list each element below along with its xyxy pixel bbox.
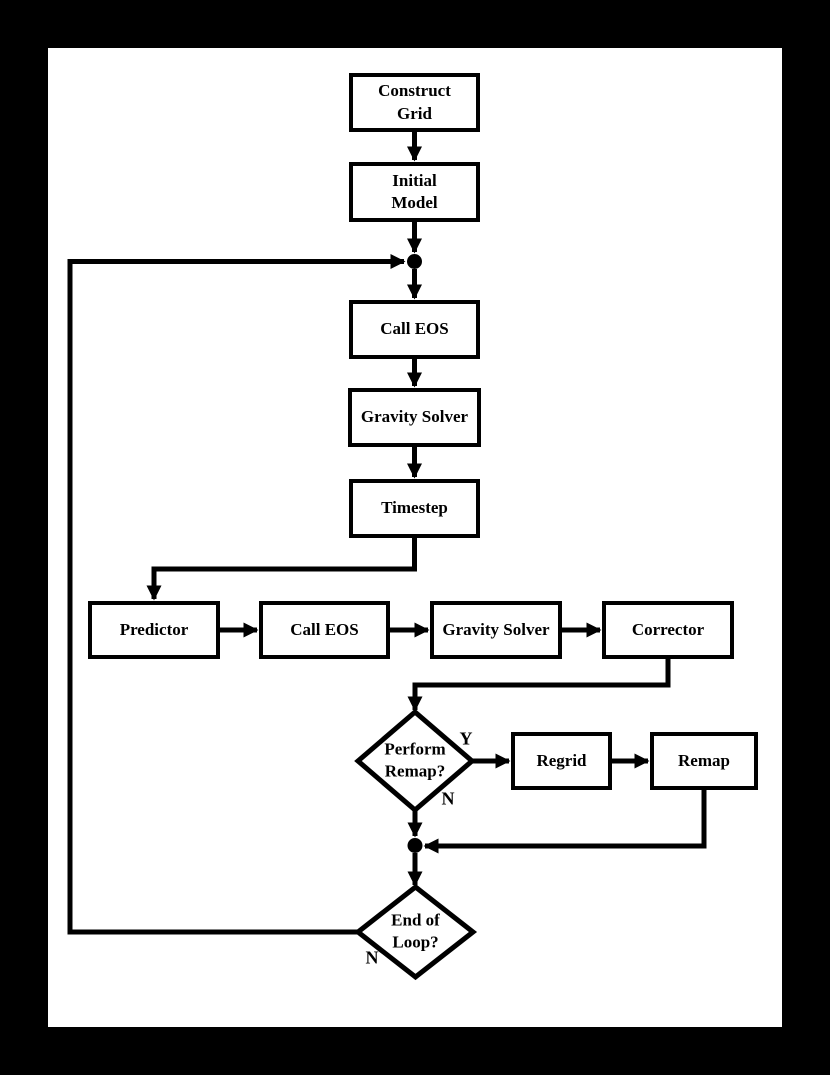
node-label: End of: [391, 910, 440, 930]
node-gravity-solver-main: Gravity Solver: [348, 388, 481, 447]
connector-lines: [67, 132, 707, 981]
node-label: Regrid: [536, 750, 587, 770]
junction-dot-top: [407, 254, 422, 269]
node-label: Call EOS: [290, 619, 359, 639]
node-label: Initial: [392, 170, 437, 190]
node-initial-model: Initial Model: [349, 162, 480, 222]
node-label: Model: [391, 193, 438, 212]
node-remap: Remap: [650, 732, 758, 790]
decision-perform-remap-shape: [354, 708, 476, 814]
node-label: Grid: [397, 103, 432, 123]
edge-timestep-to-predictor: [146, 538, 417, 601]
node-label: Gravity Solver: [360, 407, 469, 427]
node-label: Construct: [378, 81, 451, 101]
node-label: Perform: [384, 739, 446, 759]
branch-label-remap-no: N: [441, 788, 455, 809]
node-gravity-solver-corrector: Gravity Solver: [430, 601, 562, 659]
junction-dot-bottom: [407, 838, 423, 853]
node-label: Corrector: [631, 619, 705, 639]
node-call-eos-main: Call EOS: [349, 300, 480, 359]
edge-endofloop-no-loopback: [67, 254, 406, 935]
decision-end-of-loop-label: End of Loop?: [391, 910, 440, 955]
node-label: Timestep: [381, 498, 448, 518]
node-label: Remap?: [384, 762, 446, 781]
branch-label-remap-yes: Y: [459, 728, 473, 749]
node-label: Predictor: [119, 619, 189, 639]
decision-end-of-loop-shape: [353, 883, 478, 981]
node-construct-grid: Construct Grid: [349, 73, 480, 132]
branch-label-loop-no: N: [365, 947, 379, 968]
node-label: Call EOS: [380, 319, 449, 339]
node-regrid: Regrid: [511, 732, 612, 790]
node-call-eos-corrector: Call EOS: [259, 601, 390, 659]
edge-corrector-to-remapdecision: [407, 659, 671, 712]
node-label: Gravity Solver: [442, 619, 550, 639]
node-corrector: Corrector: [602, 601, 734, 659]
node-label: Loop?: [392, 933, 439, 952]
decision-perform-remap-label: Perform Remap?: [384, 739, 445, 784]
flowchart-canvas: Construct Grid Initial Model Call EOS Gr…: [48, 48, 782, 1027]
node-timestep: Timestep: [349, 479, 480, 538]
edge-remap-to-junction-bottom: [423, 790, 707, 854]
node-predictor: Predictor: [88, 601, 220, 659]
node-label: Remap: [678, 750, 730, 770]
